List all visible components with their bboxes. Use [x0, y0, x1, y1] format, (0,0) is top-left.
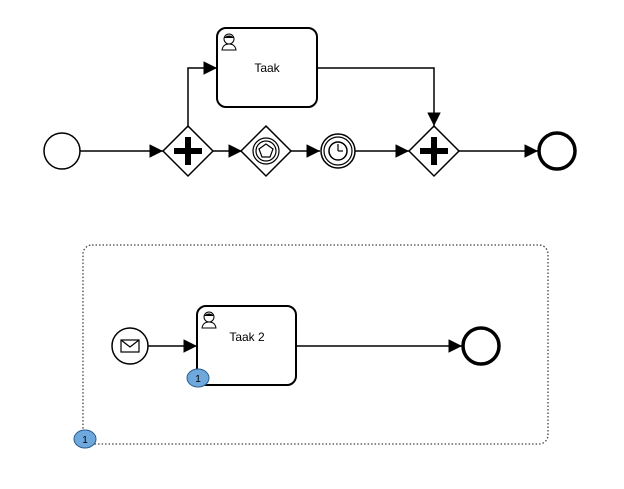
- pentagon-icon: [258, 143, 274, 158]
- task-taak[interactable]: Taak: [216, 27, 318, 108]
- task-taak-2[interactable]: Taak 2: [196, 305, 297, 386]
- plus-icon: [174, 137, 202, 165]
- subprocess-end-event[interactable]: [461, 326, 501, 366]
- envelope-icon: [120, 339, 140, 353]
- end-event[interactable]: [537, 131, 577, 171]
- plus-icon: [420, 137, 448, 165]
- timer-intermediate-event[interactable]: [320, 133, 356, 169]
- task-2-count-badge[interactable]: 1: [186, 368, 210, 388]
- parallel-gateway-split[interactable]: [161, 124, 215, 178]
- parallel-gateway-join[interactable]: [407, 124, 461, 178]
- task-label: Taak 2: [229, 330, 265, 344]
- start-event[interactable]: [43, 132, 81, 170]
- task-label: Taak: [254, 61, 280, 75]
- event-subprocess[interactable]: [82, 244, 549, 445]
- flow-split-to-task[interactable]: [187, 61, 217, 126]
- subprocess-count-badge[interactable]: 1: [73, 429, 97, 449]
- badge-label: 1: [82, 435, 88, 446]
- event-based-gateway[interactable]: [239, 124, 293, 178]
- clock-icon: [328, 141, 348, 161]
- flow-task-to-join[interactable]: [317, 67, 441, 126]
- sequence-flows-top: [80, 61, 538, 158]
- message-start-event[interactable]: [111, 327, 149, 365]
- user-icon: [221, 33, 237, 51]
- user-icon: [201, 311, 217, 329]
- badge-label: 1: [195, 374, 201, 385]
